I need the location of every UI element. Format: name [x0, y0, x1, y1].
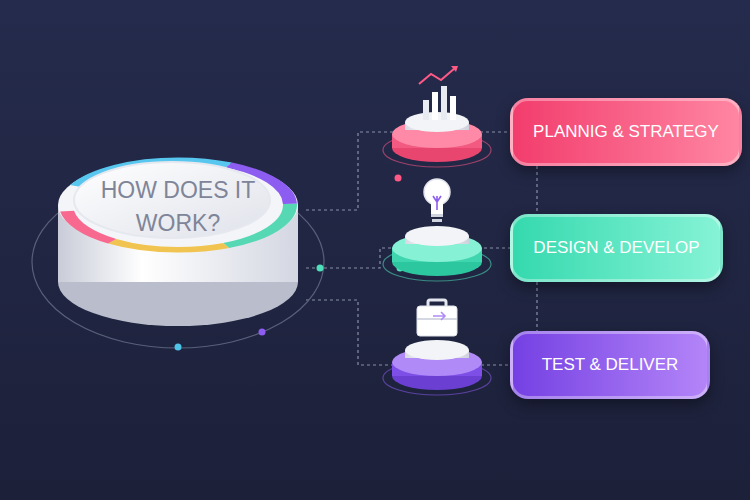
step-pill: PLANNIG & STRATEGY: [510, 98, 742, 166]
step-pill: TEST & DELIVER: [510, 331, 710, 399]
step-pill: DESIGN & DEVELOP: [510, 214, 723, 282]
step-label: PLANNIG & STRATEGY: [517, 122, 735, 142]
step-label: TEST & DELIVER: [526, 355, 695, 375]
step-label: DESIGN & DEVELOP: [517, 238, 715, 258]
main-cylinder-node: HOW DOES IT WORK?: [50, 150, 306, 322]
dashed-connector: [536, 282, 537, 331]
dashed-connector: [536, 166, 537, 214]
main-title-text: HOW DOES IT WORK?: [88, 174, 268, 241]
dashed-connector: [306, 300, 510, 365]
